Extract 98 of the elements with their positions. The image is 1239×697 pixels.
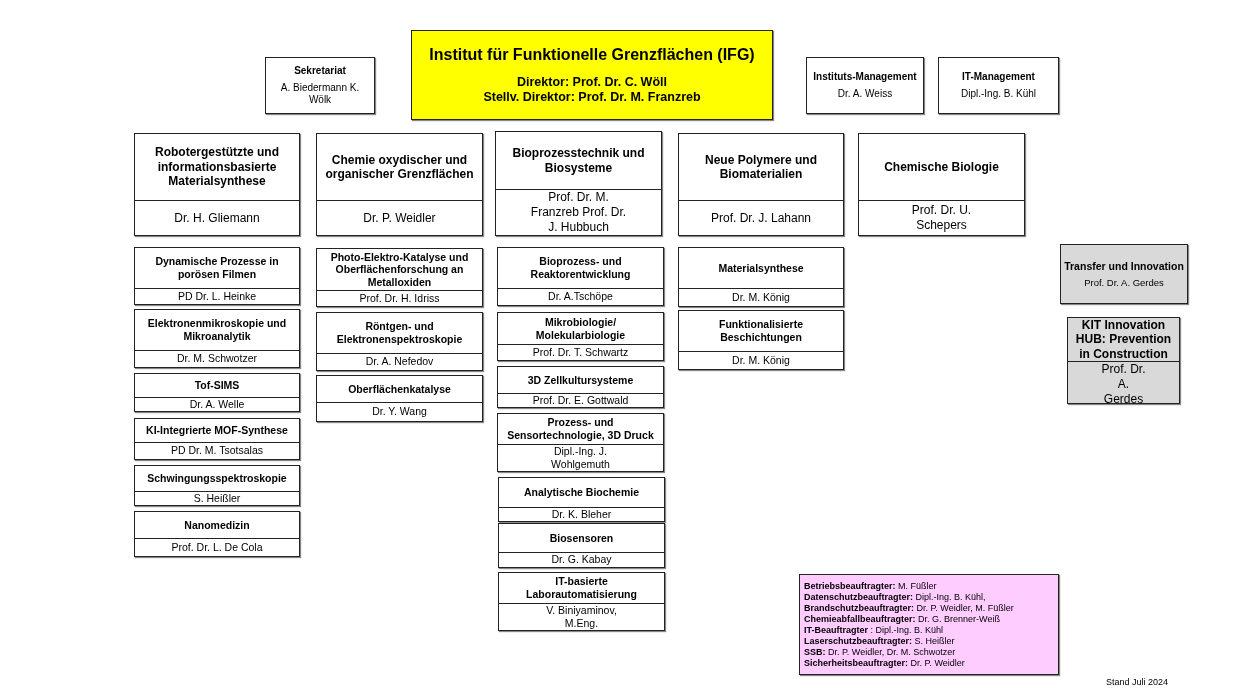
unit-title: Materialsynthese (717, 260, 805, 276)
head-name: Prof. Dr. E. Gottwald (498, 392, 663, 407)
head-name: PD Dr. M. Tsotsalas (135, 442, 299, 459)
head-name: Dr. M. König (679, 351, 843, 369)
unit-title: KI-Integrierte MOF-Synthese (145, 423, 289, 439)
unit-box (497, 413, 664, 472)
head-name: Dipl.-Ing. J. Wohlgemuth (498, 443, 663, 471)
head-name: Prof. Dr. T. Schwartz (498, 344, 663, 360)
unit-title: Chemische Biologie (883, 158, 1000, 176)
officer-line: Brandschutzbeauftragter: Dr. P. Weidler, M. Füßler (804, 603, 1015, 614)
unit-box (316, 133, 483, 236)
unit-box (858, 133, 1025, 236)
unit-box (497, 247, 664, 306)
head-name: Dr. Y. Wang (317, 402, 482, 421)
head-name: Dr. A. Welle (135, 396, 299, 411)
head-name: Prof. Dr. H. Idriss (317, 290, 482, 306)
institute-title: Institut für Funktionelle Grenzflächen (IFG) (429, 45, 755, 65)
unit-box (806, 57, 924, 114)
unit-title: Robotergestützte und informationsbasierte Materialsynthese (154, 144, 280, 191)
officer-line: IT-Beauftragter : Dipl.-Ing. B. Kühl (804, 625, 945, 636)
head-name: A. Biedermann K. Wölk (280, 82, 360, 106)
head-name: V. Biniyaminov, M.Eng. (499, 602, 664, 630)
head-name: S. Heißler (135, 490, 299, 505)
head-name: PD Dr. L. Heinke (135, 288, 299, 304)
unit-title: Funktionalisierte Beschichtungen (718, 317, 804, 345)
date-note: Stand Juli 2024 (1106, 677, 1169, 687)
unit-title: Biosensoren (548, 530, 615, 546)
unit-box (498, 477, 665, 522)
officer-line: Chemieabfallbeauftragter: Dr. G. Brenner-Weiß (804, 614, 1001, 625)
unit-box (316, 375, 483, 422)
unit-box (316, 248, 483, 307)
head-name: Dr. H. Gliemann (135, 200, 299, 235)
unit-title: 3D Zellkultursysteme (526, 372, 635, 388)
unit-title: Transfer und Innovation (1064, 259, 1184, 273)
head-name: Dr. G. Kabay (499, 552, 664, 567)
unit-title: Schwingungsspektroskopie (146, 471, 288, 487)
unit-title: Prozess- und Sensortechnologie, 3D Druck (506, 415, 655, 443)
unit-box (678, 133, 844, 236)
head-name: Dipl.-Ing. B. Kühl (960, 88, 1036, 100)
officer-line: Laserschutzbeauftragter: S. Heißler (804, 636, 956, 647)
unit-box (495, 131, 662, 236)
head-name: Dr. K. Bleher (499, 506, 664, 521)
unit-box (498, 523, 665, 568)
head-name: Prof. Dr. U. Schepers (859, 200, 1024, 235)
unit-title: Analytische Biochemie (523, 485, 640, 501)
head-name: Prof. Dr. L. De Cola (135, 538, 299, 556)
unit-title: Oberflächenkatalyse (347, 381, 452, 397)
unit-title: Sekretariat (294, 65, 346, 77)
head-name: Dr. M. König (679, 288, 843, 306)
head-name: Dr. A.Tschöpe (498, 288, 663, 305)
head-name: Dr. M. Schwotzer (135, 350, 299, 367)
unit-title: Elektronenmikroskopie und Mikroanalytik (146, 316, 288, 344)
unit-box (134, 373, 300, 412)
unit-title: Mikrobiologie/ Molekularbiologie (534, 314, 627, 343)
unit-box (497, 366, 664, 408)
officers-panel (799, 574, 1059, 675)
head-name: Prof. Dr. J. Lahann (679, 200, 843, 235)
unit-box (498, 572, 665, 631)
unit-title: Nanomedizin (183, 517, 251, 533)
unit-box (678, 247, 844, 307)
head-name: Dr. A. Weiss (837, 88, 893, 100)
head-name: Prof. Dr. A. Gerdes (1068, 361, 1179, 408)
unit-title: Instituts-Management (813, 71, 917, 83)
head-name: Dr. P. Weidler (317, 200, 482, 235)
head-name: Dr. A. Nefedov (317, 353, 482, 370)
officer-line: Datenschutzbeauftragter: Dipl.-Ing. B. Kühl, (804, 592, 987, 603)
unit-title: Neue Polymere und Biomaterialien (704, 151, 818, 183)
unit-box (1067, 317, 1180, 404)
unit-box (134, 247, 300, 305)
unit-title: Tof-SIMS (193, 378, 241, 394)
unit-title: KIT Innovation HUB: Prevention in Construction (1074, 318, 1173, 362)
institute-box (411, 30, 773, 120)
head-name: Prof. Dr. M. Franzreb Prof. Dr. J. Hubbuch (496, 189, 661, 235)
unit-box (134, 309, 300, 368)
unit-box (316, 312, 483, 371)
unit-box (1060, 244, 1188, 304)
unit-box (134, 511, 300, 557)
unit-box (497, 312, 664, 361)
officer-line: Betriebsbeauftragter: M. Füßler (804, 581, 938, 592)
unit-title: Chemie oxydischer und organischer Grenzflächen (324, 151, 475, 183)
unit-box (265, 57, 375, 114)
unit-title: Röntgen- und Elektronenspektroskopie (335, 319, 464, 347)
officer-line: SSB: Dr. P. Weidler, Dr. M. Schwotzer (804, 647, 957, 658)
officer-line: Sicherheitsbeauftragter: Dr. P. Weidler (804, 658, 966, 669)
unit-box (134, 133, 300, 236)
unit-box (938, 57, 1059, 114)
unit-title: Bioprozess- und Reaktorentwicklung (529, 254, 632, 282)
unit-title: Photo-Elektro-Katalyse und Oberflächenforschung an Metalloxiden (329, 249, 470, 290)
head-name: Prof. Dr. A. Gerdes (1084, 277, 1164, 289)
unit-box (134, 465, 300, 506)
unit-box (134, 418, 300, 460)
unit-title: IT-Management (962, 71, 1035, 83)
director-line: Stellv. Direktor: Prof. Dr. M. Franzreb (483, 89, 701, 105)
unit-title: Bioprozesstechnik und Biosysteme (511, 145, 646, 177)
unit-box (678, 310, 844, 370)
unit-title: Dynamische Prozesse in porösen Filmen (154, 254, 280, 282)
director-line: Direktor: Prof. Dr. C. Wöll (517, 74, 667, 90)
unit-title: IT-basierte Laborautomatisierung (525, 574, 638, 602)
